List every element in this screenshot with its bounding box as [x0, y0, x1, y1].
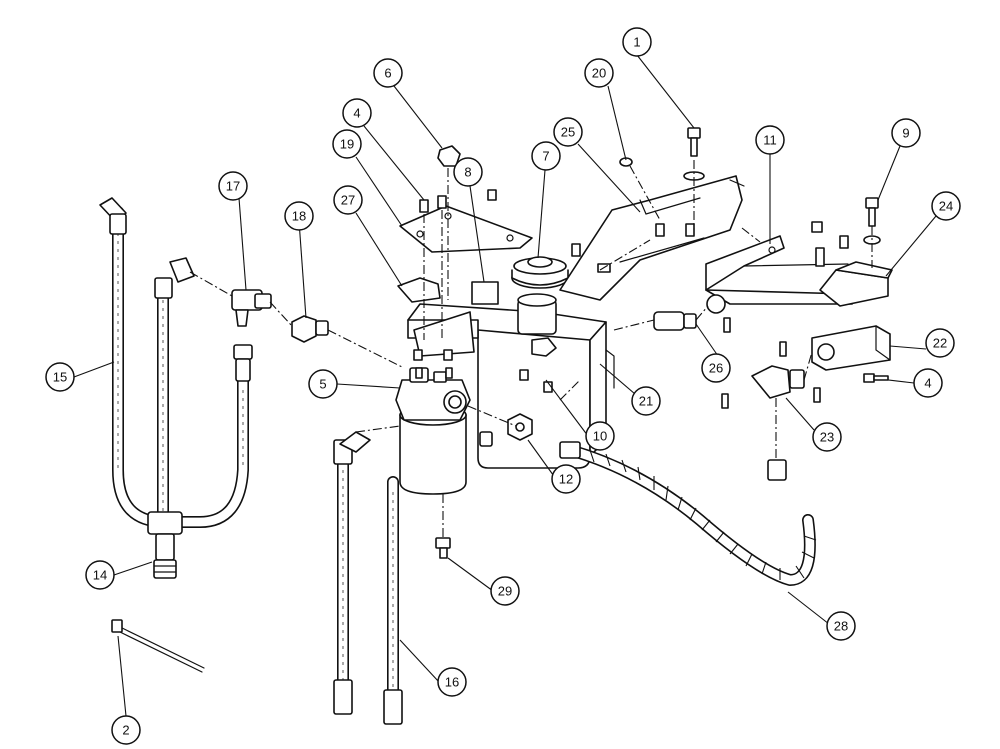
callout-12-label: 12 [559, 472, 573, 487]
callout-15-label: 15 [53, 370, 67, 385]
cable-tie-2 [111, 619, 205, 673]
callout-4-upper: 4 [342, 98, 372, 128]
callout-26-label: 26 [709, 361, 723, 376]
callout-6: 6 [373, 58, 403, 88]
callout-1: 1 [622, 27, 652, 57]
callout-15: 15 [45, 362, 75, 392]
elbow-23 [751, 365, 805, 399]
callout-5: 5 [308, 369, 338, 399]
callout-20: 20 [584, 58, 614, 88]
callout-12: 12 [551, 464, 581, 494]
fitting-26 [653, 294, 726, 331]
callout-27: 27 [333, 185, 363, 215]
callout-27-label: 27 [341, 193, 355, 208]
callout-29: 29 [490, 576, 520, 606]
callout-17-label: 17 [226, 179, 240, 194]
callout-25: 25 [553, 117, 583, 147]
plate-8 [413, 311, 475, 357]
callout-11: 11 [755, 125, 785, 155]
callout-22-label: 22 [933, 336, 947, 351]
callout-14: 14 [85, 560, 115, 590]
callout-18-label: 18 [292, 209, 306, 224]
callout-19: 19 [332, 129, 362, 159]
plug-29 [435, 537, 451, 559]
callout-14-label: 14 [93, 568, 107, 583]
adapter-18 [291, 315, 329, 343]
callout-21-label: 21 [639, 394, 653, 409]
callout-8-label: 8 [464, 165, 471, 180]
callout-21: 21 [631, 386, 661, 416]
callout-26: 26 [701, 353, 731, 383]
callout-24: 24 [931, 191, 961, 221]
callout-17: 17 [218, 171, 248, 201]
callout-23-label: 23 [820, 430, 834, 445]
bracket-27 [397, 277, 441, 303]
cap-23-lower [767, 459, 787, 481]
hose-28 [559, 441, 817, 586]
plate-19 [399, 205, 533, 253]
callout-28-label: 28 [834, 619, 848, 634]
callout-7-label: 7 [542, 149, 549, 164]
bolt-1 [683, 127, 705, 181]
callout-25-label: 25 [561, 125, 575, 140]
callout-22: 22 [925, 328, 955, 358]
callout-4-upper-label: 4 [353, 106, 360, 121]
callout-7: 7 [531, 141, 561, 171]
callout-2-label: 2 [122, 723, 129, 738]
callout-24-label: 24 [939, 199, 953, 214]
cap-7 [511, 256, 569, 289]
bracket-24 [819, 261, 893, 307]
hose-16 [333, 431, 403, 725]
callout-20-label: 20 [592, 66, 606, 81]
callout-10-label: 10 [593, 429, 607, 444]
callout-5-label: 5 [319, 377, 326, 392]
callout-16-label: 16 [445, 675, 459, 690]
callout-2: 2 [111, 715, 141, 745]
callout-10: 10 [585, 421, 615, 451]
bracket-11 [705, 235, 853, 305]
fitting-12 [507, 413, 533, 441]
callout-4-right-label: 4 [924, 376, 931, 391]
callout-16: 16 [437, 667, 467, 697]
callout-23: 23 [812, 422, 842, 452]
callout-6-label: 6 [384, 66, 391, 81]
callout-19-label: 19 [340, 137, 354, 152]
fitting-14 [153, 533, 177, 579]
callout-28: 28 [826, 611, 856, 641]
leader-lines [73, 54, 937, 717]
callout-9-label: 9 [902, 126, 909, 141]
callout-18: 18 [284, 201, 314, 231]
callout-9: 9 [891, 118, 921, 148]
hose-assembly-15 [99, 197, 253, 535]
valve-block-22 [811, 325, 891, 371]
tee-fitting-17 [231, 289, 272, 327]
assembly-lines [189, 160, 873, 538]
callout-1-label: 1 [633, 35, 640, 50]
bolt-9 [863, 197, 881, 245]
callout-4-right: 4 [913, 368, 943, 398]
callout-11-label: 11 [763, 133, 777, 148]
callout-8: 8 [453, 157, 483, 187]
callout-29-label: 29 [498, 584, 512, 599]
bolt-4-right [863, 373, 889, 383]
filter-5 [395, 367, 471, 495]
